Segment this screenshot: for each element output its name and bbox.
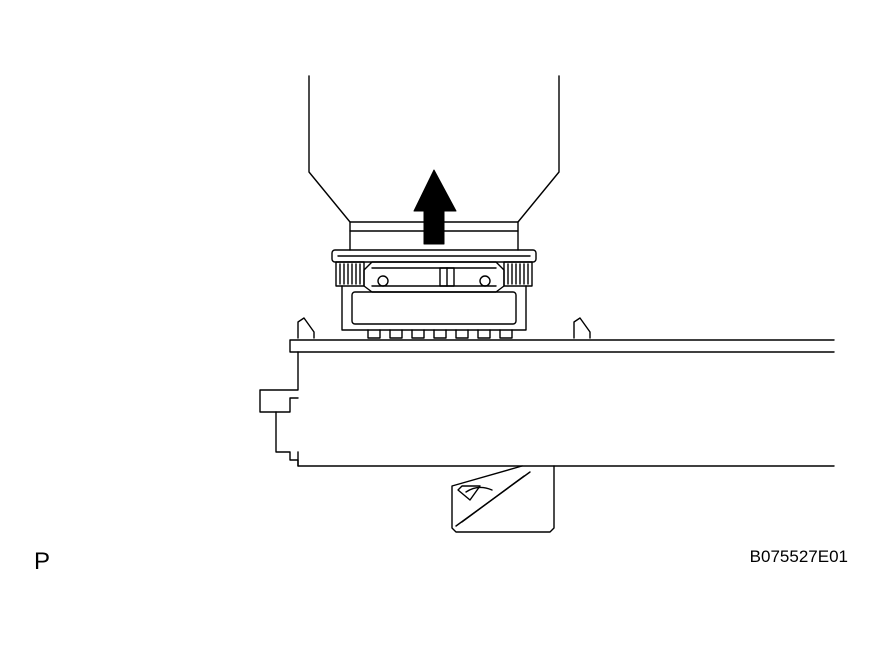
up-arrow-icon <box>413 169 457 245</box>
mounting-bracket <box>451 465 555 533</box>
corner-label: P <box>34 548 51 575</box>
retaining-tabs <box>297 317 591 339</box>
connector-module <box>331 249 537 339</box>
figure-code: B075527E01 <box>749 547 848 566</box>
housing <box>259 339 835 467</box>
